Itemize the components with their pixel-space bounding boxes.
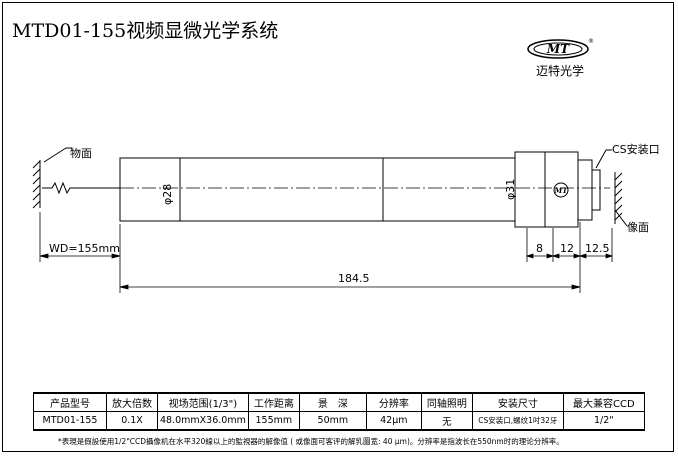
wd-label: WD=155mm bbox=[49, 242, 120, 255]
company-logo-icon: MT ® bbox=[527, 38, 594, 59]
total-length-label: 184.5 bbox=[338, 272, 370, 285]
spec-header-cell: 产品型号 bbox=[33, 392, 107, 412]
spec-header-cell: 安装尺寸 bbox=[471, 392, 564, 412]
drawing-frame bbox=[2, 2, 674, 452]
total-length-dimension bbox=[119, 284, 581, 290]
diameter-28-label: φ28 bbox=[161, 184, 174, 205]
spec-value-cell: MTD01-155 bbox=[33, 411, 107, 431]
diameter-31-label: φ31 bbox=[504, 179, 517, 200]
spec-header-cell: 最大兼容CCD bbox=[562, 392, 645, 412]
svg-text:MT: MT bbox=[554, 186, 569, 195]
svg-text:®: ® bbox=[588, 38, 594, 45]
wd-dimension bbox=[39, 253, 121, 259]
company-logo-text: MT bbox=[546, 42, 570, 56]
spec-value-cell: 1/2" bbox=[562, 411, 645, 431]
company-block: MT ® 迈特光学 bbox=[512, 36, 608, 79]
spec-value-cell: CS安装口,螺纹1吋32牙 bbox=[471, 411, 564, 431]
lens-mark-icon: MT bbox=[553, 182, 569, 198]
cs-mount-flange bbox=[577, 159, 593, 221]
spec-value-cell: 155mm bbox=[247, 411, 300, 431]
dim-12-5-label: 12.5 bbox=[585, 242, 610, 255]
spec-header-cell: 工作距离 bbox=[247, 392, 300, 412]
spec-header-cell: 放大倍数 bbox=[106, 392, 158, 412]
object-plane-hatch bbox=[32, 160, 41, 209]
spec-value-cell: 无 bbox=[420, 411, 473, 431]
dim-12-label: 12 bbox=[560, 242, 574, 255]
cs-mount-label: CS安装口 bbox=[612, 142, 660, 156]
spec-value-cell: 50mm bbox=[298, 411, 367, 431]
rear-barrel bbox=[514, 151, 546, 228]
footnote: *表現是假設使用1/2"CCD攝像机在水平320線以上的監視器的解像值 ( 或像… bbox=[58, 437, 564, 446]
spec-header-cell: 视场范围(1/3") bbox=[157, 392, 249, 412]
spec-table: 产品型号 放大倍数 视场范围(1/3") 工作距离 景 深 分辨率 同轴照明 安… bbox=[33, 392, 645, 431]
spec-value-cell: 48.0mmX36.0mm bbox=[157, 411, 249, 431]
object-plane-label: 物面 bbox=[70, 146, 92, 160]
spec-header-cell: 景 深 bbox=[298, 392, 367, 412]
drawing-title: MTD01-155视频显微光学系统 bbox=[12, 20, 279, 42]
spec-value-cell: 42μm bbox=[365, 411, 422, 431]
spec-table-value-row: MTD01-155 0.1X 48.0mmX36.0mm 155mm 50mm … bbox=[33, 411, 645, 431]
dim-8-label: 8 bbox=[536, 242, 543, 255]
spec-header-cell: 同轴照明 bbox=[420, 392, 473, 412]
spec-header-cell: 分辨率 bbox=[365, 392, 422, 412]
spec-value-cell: 0.1X bbox=[106, 411, 158, 431]
image-plane-label: 像面 bbox=[627, 221, 649, 234]
rear-dimensions bbox=[525, 253, 614, 259]
company-name: 迈特光学 bbox=[535, 64, 584, 78]
image-plane-hatch bbox=[614, 172, 623, 224]
spec-table-header-row: 产品型号 放大倍数 视场范围(1/3") 工作距离 景 深 分辨率 同轴照明 安… bbox=[33, 392, 645, 412]
main-tube bbox=[119, 157, 516, 222]
